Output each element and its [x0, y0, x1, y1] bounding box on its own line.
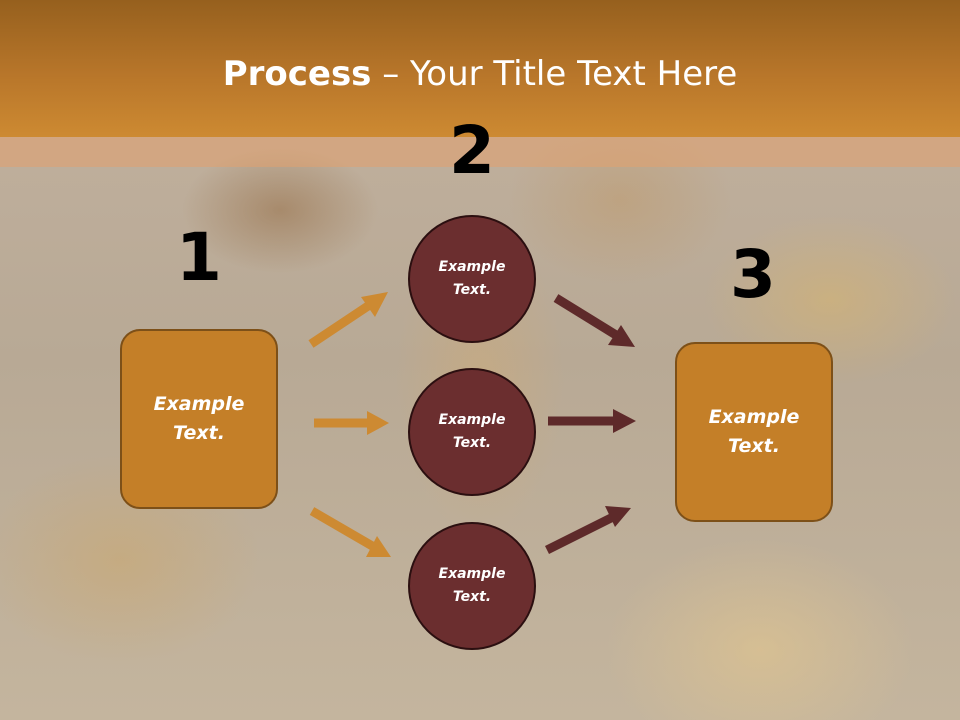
step-3-number: 3 [730, 236, 776, 313]
slide-title: Process – Your Title Text Here [0, 52, 960, 96]
step-2-circle-2: Example Text. [408, 368, 536, 496]
arrow-1-to-middle [314, 411, 389, 435]
step-2-circle-1: Example Text. [408, 215, 536, 343]
step-1-text: Example Text. [153, 393, 245, 444]
step-3-box: Example Text. [675, 342, 833, 522]
step-2-circle-3-text: Example Text. [438, 566, 506, 605]
step-3-text: Example Text. [708, 406, 800, 457]
step-2-number: 2 [449, 112, 495, 189]
arrow-1-to-bottom [309, 507, 391, 557]
title-banner-strip [0, 137, 960, 167]
title-rest: – Your Title Text Here [371, 54, 738, 94]
step-1-number: 1 [176, 219, 222, 296]
arrow-bottom-to-3 [544, 506, 631, 555]
step-2-circle-2-text: Example Text. [438, 412, 506, 451]
step-2-circle-1-text: Example Text. [438, 259, 506, 298]
step-2-circle-3: Example Text. [408, 522, 536, 650]
title-banner [0, 0, 960, 137]
arrow-middle-to-3 [548, 409, 636, 433]
arrow-top-to-3 [553, 294, 635, 347]
arrow-1-to-top [308, 292, 388, 348]
title-bold: Process [222, 54, 372, 94]
step-1-box: Example Text. [120, 329, 278, 509]
